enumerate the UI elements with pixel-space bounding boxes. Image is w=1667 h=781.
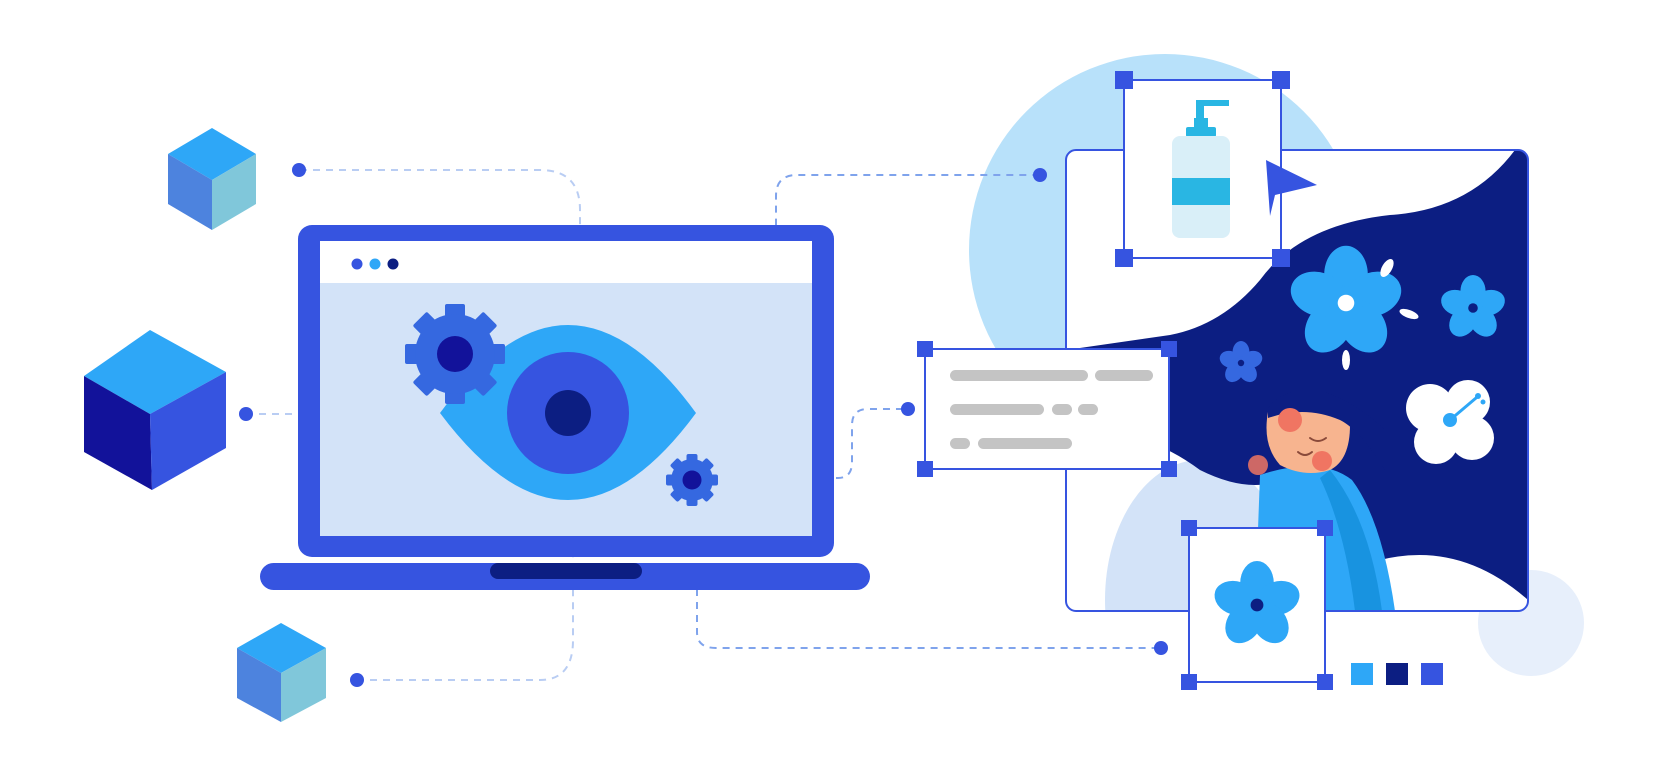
connector-gear-to-textcard [732,408,908,479]
connector-node [350,673,364,687]
placeholder-line [978,438,1072,449]
text-placeholder-lines [950,370,1153,449]
connector-node [901,402,915,416]
placeholder-line [950,370,1088,381]
resize-handle[interactable] [1115,249,1133,267]
placeholder-line [950,404,1044,415]
resize-handle[interactable] [1317,520,1333,536]
selection-handles[interactable] [1181,520,1333,690]
browser-window-dots [351,258,399,270]
color-swatch[interactable] [1386,663,1408,685]
gear-tooth [474,312,497,335]
resize-handle[interactable] [1181,674,1197,690]
laptop-trackpad-notch [490,563,642,579]
cursor-arrow-icon [1266,160,1317,216]
connector-node [1033,168,1047,182]
gear-tooth [474,373,497,396]
woman-cheek [1312,451,1332,471]
color-swatches[interactable] [1351,663,1443,685]
flower-card[interactable] [1181,520,1333,690]
browser-titlebar [320,241,812,283]
connector-gear-to-flowercard [696,498,1160,649]
connector-cube-top [300,169,581,310]
flower-center [1237,359,1245,367]
woman-shoulder-shade [1320,470,1382,611]
connector-node [1154,641,1168,655]
flower-icon [1290,245,1402,353]
selection-handles[interactable] [917,341,1177,477]
flower-center [1468,303,1478,313]
gear-tooth [413,373,436,396]
hibiscus-flower-icon [1406,380,1494,464]
flower-icon [1441,275,1505,337]
eye-icon [440,325,696,500]
gear-icon [666,454,718,506]
window-dot [387,258,399,270]
resize-handle[interactable] [917,341,933,357]
resize-handle[interactable] [1272,249,1290,267]
connector-node [239,407,253,421]
resize-handle[interactable] [1161,461,1177,477]
color-swatch[interactable] [1351,663,1373,685]
window-dot [369,258,381,270]
flower-icon [1214,561,1300,644]
gear-icon [405,304,505,404]
connector-cube-bottom [357,520,574,681]
woman-cheek [1278,408,1302,432]
flower-center [1337,294,1355,312]
cube-small-bottom [237,623,326,722]
cube-large [84,330,226,490]
resize-handle[interactable] [1181,520,1197,536]
window-dot [351,258,363,270]
cube-small-top [168,128,256,230]
placeholder-line [1095,370,1153,381]
leaf-sprigs [1342,258,1419,370]
selection-handles[interactable] [1115,71,1290,267]
color-swatch[interactable] [1421,663,1443,685]
woman-mouth [1297,451,1313,456]
woman-ear [1248,455,1268,475]
connector-nodes [239,163,1168,687]
woman-bangs [1268,390,1385,470]
bottle-card[interactable] [1115,71,1290,267]
resize-handle[interactable] [1272,71,1290,89]
gear-tooth [413,312,436,335]
hair-shape [1066,150,1528,600]
placeholder-line [1078,404,1098,415]
soap-bottle-icon [1172,100,1230,238]
flower-icon [1219,341,1263,383]
flower-center [1250,598,1264,612]
resize-handle[interactable] [1115,71,1133,89]
connector-node [292,163,306,177]
placeholder-line [950,438,970,449]
resize-handle[interactable] [1161,341,1177,357]
resize-handle[interactable] [1317,674,1333,690]
placeholder-line [1052,404,1072,415]
resize-handle[interactable] [917,461,933,477]
woman-eye-closed [1309,437,1327,442]
text-card[interactable] [917,341,1177,477]
